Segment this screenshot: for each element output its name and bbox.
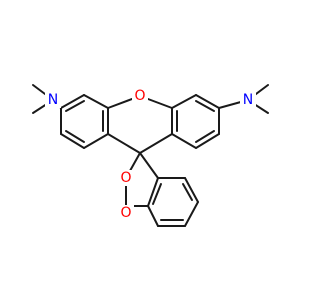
bond: [60, 94, 85, 109]
oxygen-bridge: O: [134, 88, 145, 104]
label-mask: [118, 170, 134, 186]
bond: [83, 94, 109, 109]
nitrogen-left: N: [48, 92, 58, 108]
bond: [107, 133, 141, 154]
label-mask: [118, 205, 134, 221]
bond: [83, 133, 109, 149]
bond: [147, 177, 159, 207]
bond: [171, 94, 197, 109]
atom-labels: N N O O O: [45, 88, 256, 221]
label-mask: [240, 92, 256, 108]
bond: [195, 130, 215, 143]
bond: [195, 133, 220, 149]
bond: [184, 201, 199, 227]
bond: [171, 133, 197, 149]
bond: [65, 100, 85, 112]
bond: [60, 133, 85, 149]
bond: [139, 133, 173, 154]
oxygen-carbonyl: O: [120, 205, 131, 221]
oxygen-lactone-ring: O: [120, 170, 131, 186]
molecule-structure: N N O O O: [32, 84, 269, 227]
bond: [152, 183, 162, 205]
bonds: [32, 84, 269, 227]
bond: [139, 152, 159, 179]
label-mask: [45, 92, 61, 108]
label-mask: [132, 88, 148, 104]
bond: [184, 177, 199, 203]
nitrogen-right: N: [243, 92, 253, 108]
bond: [195, 94, 220, 109]
bond: [65, 130, 85, 143]
bond: [182, 183, 193, 201]
bond: [147, 205, 159, 227]
bond: [195, 100, 215, 112]
